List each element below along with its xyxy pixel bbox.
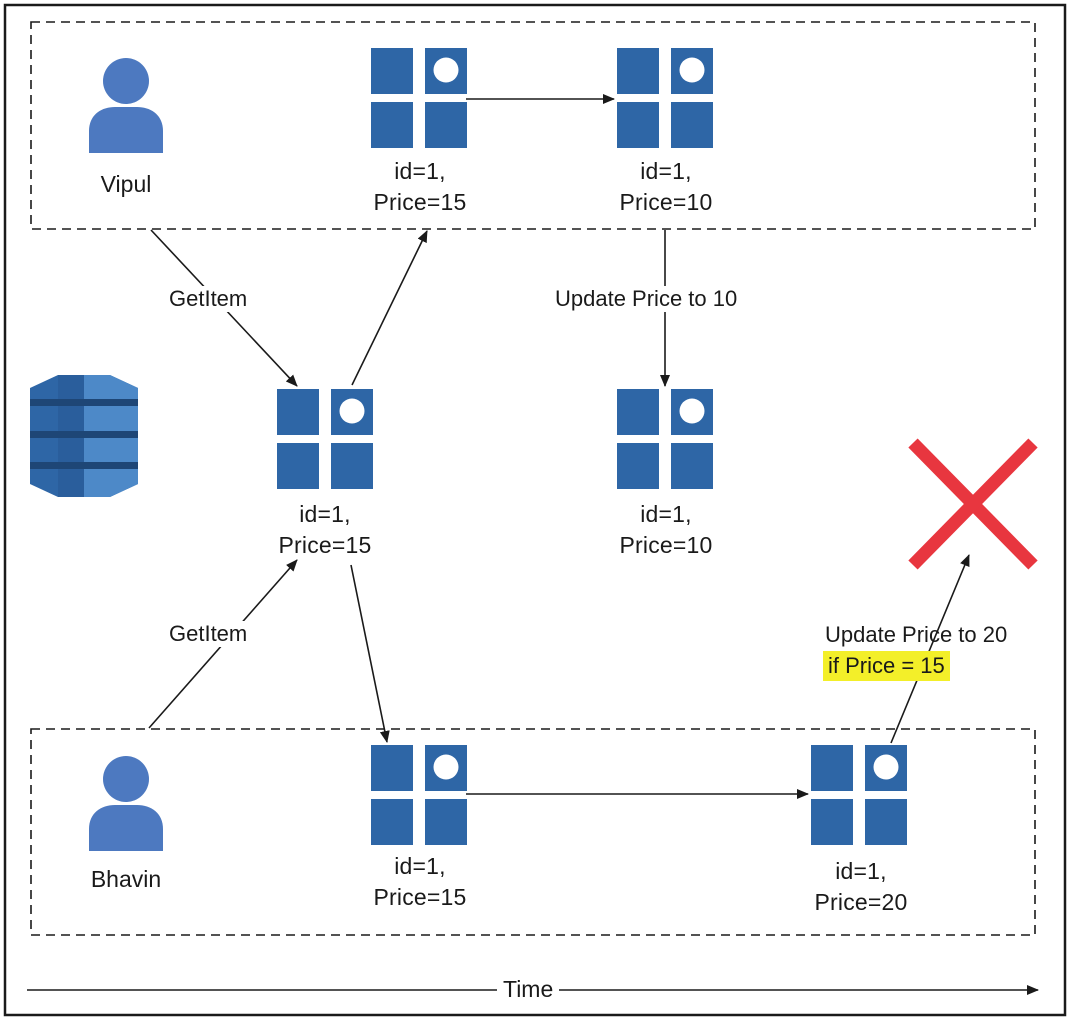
outer-frame xyxy=(3,3,1067,1017)
item-icon xyxy=(277,389,373,489)
item-id: id=1, xyxy=(394,853,446,879)
user-name-bhavin: Bhavin xyxy=(90,866,162,892)
user-icon xyxy=(89,58,163,153)
item-price: Price=15 xyxy=(278,532,372,558)
edge-label-bhavin-getitem: GetItem xyxy=(166,621,251,647)
edge-label-bhavin-update: Update Price to 20 xyxy=(825,622,1008,647)
item-price: Price=10 xyxy=(619,532,713,558)
item-label-db-initial: id=1, Price=15 xyxy=(225,499,425,561)
item-price: Price=20 xyxy=(814,889,908,915)
item-label-bhavin-read: id=1, Price=15 xyxy=(320,851,520,913)
item-id: id=1, xyxy=(299,501,351,527)
item-id: id=1, xyxy=(640,158,692,184)
arrow-db-to-vipul xyxy=(351,230,428,386)
dynamodb-icon xyxy=(30,375,138,497)
item-id: id=1, xyxy=(394,158,446,184)
item-price: Price=15 xyxy=(373,884,467,910)
item-icon xyxy=(811,745,907,845)
item-icon xyxy=(371,48,467,148)
user-name-vipul: Vipul xyxy=(100,171,152,197)
red-x-icon xyxy=(908,438,1038,570)
condition-highlight: if Price = 15 xyxy=(823,651,950,681)
item-label-vipul-read: id=1, Price=15 xyxy=(320,156,520,218)
item-label-bhavin-update: id=1, Price=20 xyxy=(761,856,961,918)
edge-label-vipul-update: Update Price to 10 xyxy=(552,286,741,312)
item-label-db-updated: id=1, Price=10 xyxy=(566,499,766,561)
user-icon xyxy=(89,756,163,851)
item-icon xyxy=(371,745,467,845)
item-id: id=1, xyxy=(835,858,887,884)
item-icon xyxy=(617,389,713,489)
edge-label-vipul-getitem: GetItem xyxy=(166,286,251,312)
time-axis-label: Time xyxy=(497,976,560,1003)
item-price: Price=10 xyxy=(619,189,713,215)
item-id: id=1, xyxy=(640,501,692,527)
item-price: Price=15 xyxy=(373,189,467,215)
bhavin-lane xyxy=(30,728,1036,936)
item-icon xyxy=(617,48,713,148)
vipul-lane xyxy=(30,21,1036,230)
item-label-vipul-update: id=1, Price=10 xyxy=(566,156,766,218)
arrow-db-to-bhavin xyxy=(350,564,390,743)
arrow-bhavin-update xyxy=(890,554,970,744)
